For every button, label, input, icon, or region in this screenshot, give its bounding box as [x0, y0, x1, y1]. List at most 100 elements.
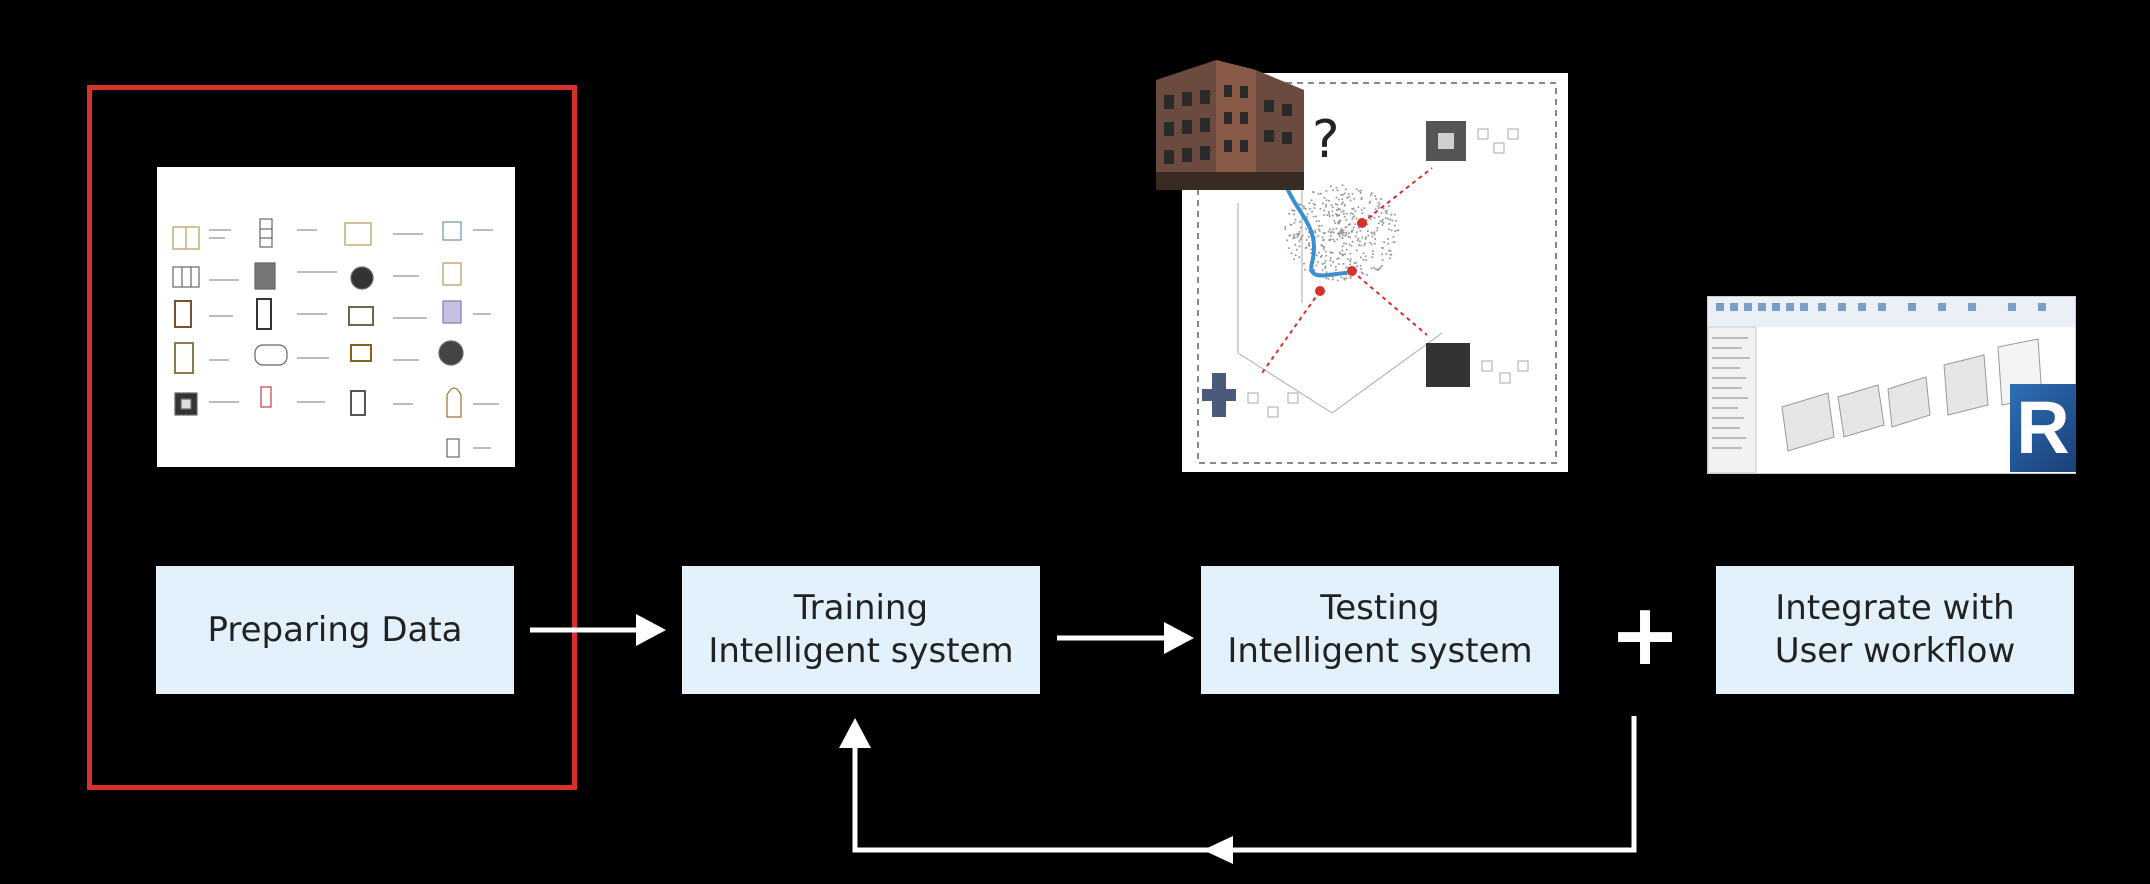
step-preparing-data[interactable]: Preparing Data	[156, 566, 514, 694]
scatter-point	[1379, 219, 1382, 222]
scatter-point	[1384, 217, 1387, 220]
scatter-point	[1371, 235, 1374, 238]
scatter-point	[1329, 257, 1332, 260]
scatter-point	[1387, 238, 1390, 240]
scatter-point	[1341, 245, 1344, 248]
scatter-point	[1392, 241, 1395, 244]
scatter-point	[1380, 198, 1382, 200]
scatter-point	[1352, 226, 1355, 229]
scatter-point	[1288, 212, 1291, 215]
scatter-point	[1323, 196, 1326, 199]
scatter-point	[1327, 277, 1330, 280]
scatter-point	[1333, 219, 1336, 222]
scatter-point	[1317, 192, 1320, 195]
scatter-point	[1325, 271, 1328, 274]
scatter-point	[1307, 235, 1310, 238]
scatter-point	[1319, 192, 1322, 195]
scatter-point	[1348, 196, 1350, 199]
scatter-point	[1345, 226, 1348, 229]
scatter-point	[1349, 199, 1352, 202]
scatter-point	[1341, 184, 1344, 187]
scatter-point	[1385, 212, 1388, 215]
scatter-point	[1343, 215, 1346, 218]
scatter-point	[1378, 203, 1381, 206]
scatter-point	[1295, 232, 1298, 235]
scatter-point	[1344, 188, 1347, 191]
scatter-point	[1342, 262, 1345, 265]
scatter-point	[1332, 189, 1334, 192]
scatter-point	[1388, 257, 1391, 260]
scatter-point	[1306, 216, 1308, 219]
step-training-intelligent-system[interactable]: Training Intelligent system	[682, 566, 1040, 694]
scatter-point	[1359, 264, 1362, 267]
building-photo	[1156, 50, 1304, 195]
scatter-point	[1330, 251, 1333, 254]
scatter-point	[1289, 234, 1292, 237]
scatter-point	[1360, 244, 1363, 247]
scatter-point	[1366, 230, 1369, 233]
scatter-point	[1381, 247, 1384, 249]
scatter-point	[1369, 241, 1372, 244]
scatter-point	[1389, 218, 1392, 221]
scatter-point	[1293, 209, 1296, 212]
scatter-point	[1361, 212, 1364, 215]
scatter-point	[1321, 269, 1324, 272]
scatter-point	[1335, 196, 1338, 199]
highlight-frame	[87, 85, 577, 790]
scatter-point	[1295, 248, 1298, 251]
scatter-point	[1366, 273, 1368, 276]
scatter-point	[1370, 192, 1373, 195]
scatter-point	[1337, 257, 1340, 260]
scatter-point	[1342, 209, 1345, 212]
scatter-point	[1350, 245, 1353, 247]
scatter-point	[1332, 238, 1335, 241]
scatter-point	[1353, 262, 1356, 265]
scatter-point	[1351, 193, 1354, 195]
scatter-point	[1329, 264, 1332, 267]
scatter-point	[1364, 236, 1367, 239]
step-testing-intelligent-system[interactable]: Testing Intelligent system	[1201, 566, 1559, 694]
scatter-point	[1377, 205, 1380, 208]
scatter-point	[1340, 193, 1343, 196]
scatter-point	[1306, 213, 1309, 216]
scatter-point	[1373, 242, 1376, 245]
scatter-point	[1331, 210, 1334, 213]
scatter-point	[1330, 204, 1333, 207]
scatter-point	[1328, 213, 1331, 215]
scatter-point	[1340, 210, 1343, 213]
scatter-point	[1324, 259, 1327, 262]
scatter-point	[1299, 203, 1302, 206]
scatter-point	[1355, 188, 1358, 191]
scatter-point	[1375, 198, 1378, 201]
scatter-point	[1381, 220, 1384, 223]
scatter-point	[1379, 266, 1382, 269]
scatter-point	[1362, 258, 1365, 261]
scatter-point	[1308, 244, 1311, 247]
scatter-point	[1385, 252, 1388, 255]
scatter-point	[1355, 231, 1358, 234]
scatter-point	[1287, 247, 1290, 250]
scatter-point	[1360, 198, 1363, 201]
scatter-point	[1293, 233, 1296, 236]
scatter-point	[1311, 210, 1314, 213]
revit-screenshot	[1707, 296, 2076, 474]
scatter-point	[1351, 212, 1354, 215]
scatter-point	[1357, 189, 1360, 192]
scatter-point	[1360, 267, 1363, 270]
step-integrate-user-workflow[interactable]: Integrate with User workflow	[1716, 566, 2074, 694]
scatter-point	[1308, 202, 1311, 204]
scatter-point	[1312, 215, 1315, 218]
scatter-point	[1378, 207, 1380, 209]
scatter-point	[1360, 189, 1362, 192]
scatter-point	[1351, 231, 1353, 233]
scatter-point	[1310, 199, 1313, 202]
scatter-point	[1345, 212, 1348, 215]
scatter-point	[1301, 234, 1304, 237]
scatter-point	[1328, 199, 1330, 202]
scatter-point	[1325, 190, 1328, 192]
scatter-point	[1323, 262, 1326, 265]
scatter-point	[1329, 228, 1332, 231]
scatter-point	[1325, 250, 1327, 253]
scatter-point	[1389, 253, 1392, 256]
scatter-point	[1294, 243, 1297, 246]
